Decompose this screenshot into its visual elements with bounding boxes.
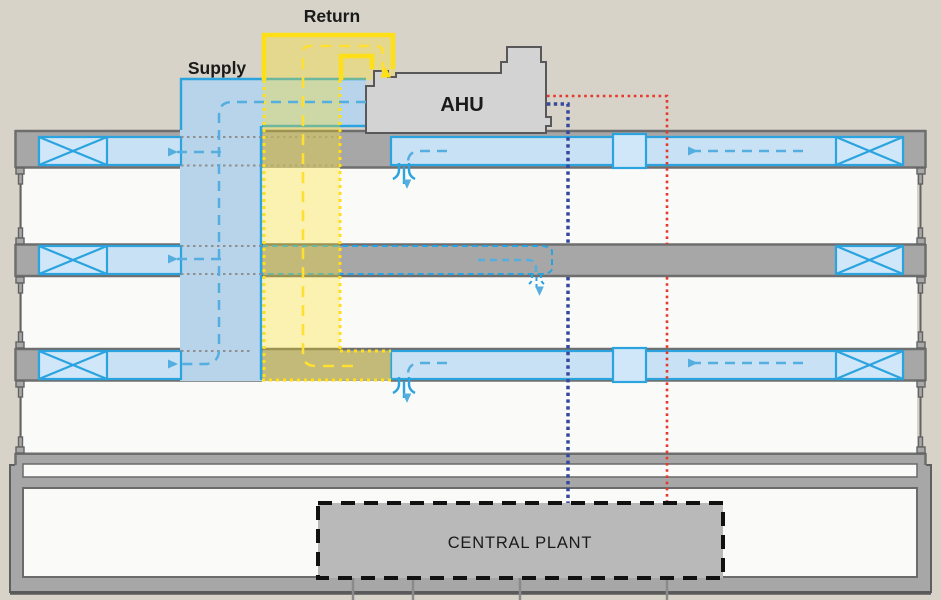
floor2-room: [22, 277, 917, 348]
ceiling-diffuser: [526, 274, 547, 291]
ahu-label: AHU: [440, 94, 483, 116]
facade-windows: [15, 167, 926, 454]
supply-air-duct-system: [37, 77, 905, 384]
ceiling-diffuser: [392, 163, 416, 184]
supply-label: Supply: [188, 58, 247, 78]
navy-dotted-pipe-line: [547, 102, 570, 503]
foundation-pipe-stubs: [351, 578, 669, 600]
plant-piping: [547, 94, 669, 503]
hidden-slab-dotted-lines: [181, 136, 340, 352]
return-label: Return: [304, 6, 360, 26]
inline-damper: [611, 132, 648, 170]
floor1-room: [22, 168, 917, 244]
floor2-dashed-duct: [262, 245, 553, 275]
ceiling-diffuser: [392, 377, 416, 398]
supply-flow-arrows: [168, 100, 803, 374]
end-damper-box: [37, 135, 109, 167]
inline-damper: [611, 346, 648, 384]
floor3-diffuser-flow: [406, 361, 447, 374]
end-damper-box: [834, 349, 905, 381]
ahu-unit: AHU: [365, 46, 552, 134]
floor2-diffuser-flow: [478, 258, 538, 272]
central-plant-label: CENTRAL PLANT: [448, 534, 593, 552]
end-damper-box: [37, 349, 109, 381]
floor3-room: [22, 381, 917, 453]
window-mullion: [15, 167, 25, 454]
end-damper-box: [37, 244, 109, 276]
end-damper-box: [834, 244, 905, 276]
supply-main-flow-arrow: [168, 100, 366, 369]
return-flow-arrow: [301, 44, 391, 368]
return-duct-outline: [261, 32, 396, 382]
end-damper-boxes: [37, 135, 905, 381]
ahu-body: [365, 46, 552, 134]
floor1-diffuser-flow: [406, 149, 447, 162]
slab-edge-lines: [14, 129, 927, 465]
supply-shaft: [180, 78, 262, 381]
window-mullion: [916, 167, 926, 454]
ground-void-strip: [22, 463, 918, 478]
end-damper-box: [834, 135, 905, 167]
supply-duct-edges: [179, 77, 366, 380]
red-dotted-pipe-line: [547, 94, 669, 503]
central-plant: CENTRAL PLANT: [316, 501, 725, 600]
central-plant-box: [316, 501, 725, 580]
ceiling-diffusers: [392, 163, 547, 398]
